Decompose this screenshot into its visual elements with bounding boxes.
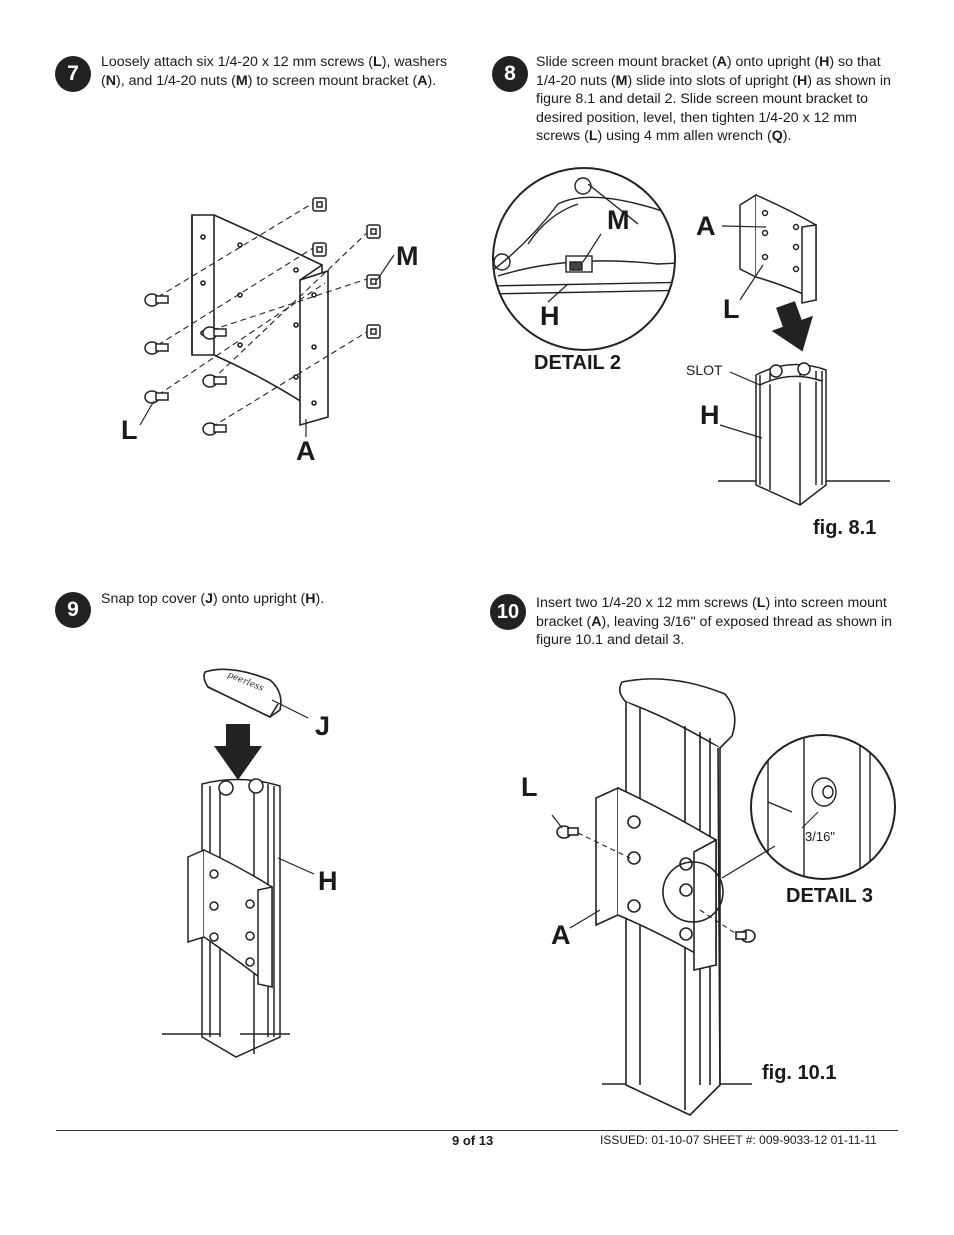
step-10-badge: 10 [490, 594, 526, 630]
detail-3-label: DETAIL 3 [786, 885, 874, 907]
fig8-callout-L: L [723, 294, 740, 324]
fig7-callout-L: L [121, 415, 138, 445]
issue-info: ISSUED: 01-10-07 SHEET #: 009-9033-12 01… [600, 1133, 877, 1147]
step-7-instructions: Loosely attach six 1/4-20 x 12 mm screws… [101, 54, 448, 89]
fig9-callout-H: H [318, 866, 338, 896]
fig10-callout-A: A [551, 920, 571, 950]
page-number: 9 of 13 [452, 1133, 494, 1148]
detail2-callout-H: H [540, 301, 560, 331]
fig-8-1-label: fig. 8.1 [813, 517, 877, 539]
detail-2-label: DETAIL 2 [534, 352, 622, 374]
thread-length-label: 3/16" [805, 829, 835, 844]
fig9-callout-J: J [315, 711, 331, 741]
figure-8-1-upright-assembly [718, 193, 890, 506]
step-9-instructions: Snap top cover (J) onto upright (H). [101, 591, 325, 607]
fig7-callout-A: A [296, 436, 316, 466]
fig8-callout-A: A [696, 211, 716, 241]
fig10-callout-L: L [521, 772, 538, 802]
figure-10-1-screw-insertion [551, 678, 776, 1116]
detail2-callout-M: M [607, 205, 630, 235]
slot-label: SLOT [686, 362, 723, 378]
step-7-badge: 7 [55, 56, 91, 92]
figure-7-bracket-assembly [139, 197, 395, 437]
detail-3-magnified-view [750, 734, 896, 880]
step-10-instructions: Insert two 1/4-20 x 12 mm screws (L) int… [536, 595, 892, 649]
step-8-instructions: Slide screen mount bracket (A) onto upri… [536, 54, 891, 145]
fig-10-1-label: fig. 10.1 [762, 1062, 837, 1084]
footer-rule [56, 1130, 898, 1131]
figure-9-top-cover-assembly: peerless [162, 668, 315, 1058]
step-9-badge: 9 [55, 592, 91, 628]
step-8-badge: 8 [492, 56, 528, 92]
fig8-callout-H: H [700, 400, 720, 430]
fig7-callout-M: M [396, 241, 419, 271]
detail-2-magnified-view [492, 167, 676, 351]
